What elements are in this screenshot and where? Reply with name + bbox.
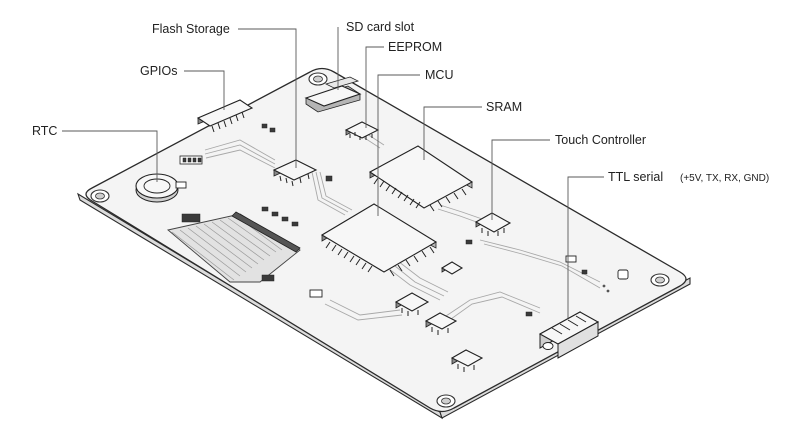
mounting-hole-right — [650, 273, 670, 287]
small-ic-4 — [450, 349, 484, 372]
display-ribbon-connector — [167, 211, 301, 283]
label-gpios: GPIOs — [140, 64, 178, 78]
label-sram: SRAM — [486, 100, 522, 114]
sd-card-slot — [304, 76, 362, 113]
label-flash-storage: Flash Storage — [152, 22, 230, 36]
rtc-coin-cell — [135, 173, 187, 203]
leader-lines — [62, 27, 604, 318]
eeprom-chip — [344, 121, 380, 140]
label-eeprom: EEPROM — [388, 40, 442, 54]
leader-sram — [423, 106, 482, 160]
smd-components — [179, 123, 629, 317]
touch-controller-chip — [474, 212, 512, 236]
leader-flash-storage — [238, 28, 297, 168]
label-mcu: MCU — [425, 68, 453, 82]
pcb-traces — [204, 131, 601, 325]
small-ic-2 — [394, 292, 430, 316]
mounting-holes — [90, 72, 670, 408]
label-touch-controller: Touch Controller — [555, 133, 646, 147]
flash-storage-chip — [272, 159, 318, 187]
leader-gpios — [184, 70, 225, 110]
label-sd-card-slot: SD card slot — [346, 20, 415, 34]
ttl-serial-connector — [538, 311, 600, 359]
label-ttl-serial: TTL serial — [608, 170, 663, 184]
small-ic-1 — [440, 261, 464, 275]
leader-touch-controller — [491, 139, 550, 220]
mcu-chip — [320, 203, 438, 277]
mounting-hole-left — [90, 189, 110, 203]
label-ttl-serial-pins: (+5V, TX, RX, GND) — [680, 173, 769, 184]
small-ic-3 — [424, 312, 458, 335]
leader-mcu — [377, 74, 420, 216]
label-rtc: RTC — [32, 124, 57, 138]
leader-ttl-serial — [567, 176, 604, 318]
mounting-hole-top — [308, 72, 328, 86]
leader-eeprom — [365, 46, 384, 128]
mounting-hole-bottom — [436, 394, 456, 408]
gpio-header — [196, 99, 254, 133]
component-labels: Flash Storage SD card slot EEPROM GPIOs … — [32, 20, 769, 184]
leader-rtc — [62, 130, 158, 182]
sram-chip — [368, 145, 474, 212]
